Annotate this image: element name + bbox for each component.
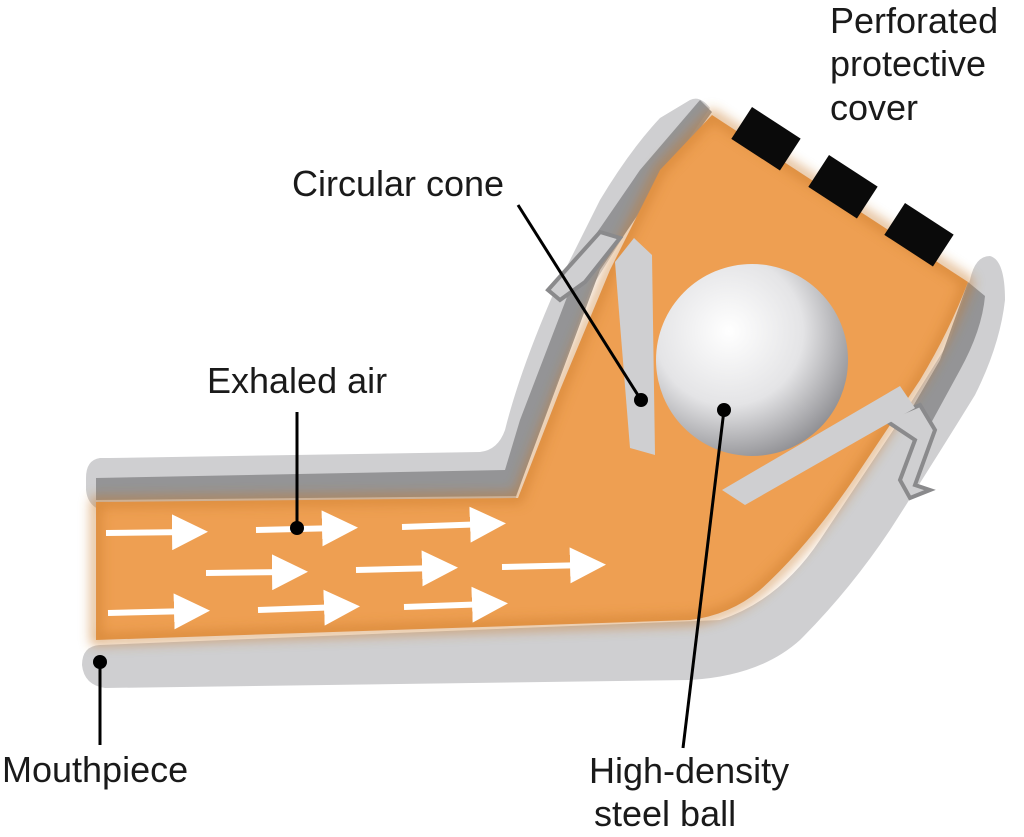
air-arrow bbox=[205, 554, 308, 591]
steel-ball bbox=[656, 264, 848, 456]
casing-inner-shadow-right bbox=[905, 282, 985, 440]
leader-dot-cone bbox=[634, 393, 648, 407]
perforation-block-3 bbox=[884, 203, 954, 267]
leader-dot-ball bbox=[717, 403, 731, 417]
air-arrow bbox=[107, 593, 210, 630]
leader-dots bbox=[93, 393, 731, 669]
leader-dot-mouthpiece bbox=[93, 655, 107, 669]
air-arrow bbox=[401, 506, 506, 543]
label-steel-ball: High-density steel ball bbox=[589, 750, 789, 834]
air-chamber-shade bbox=[91, 108, 975, 646]
label-perforated-cover-line-2: protective bbox=[830, 43, 986, 84]
air-chamber bbox=[96, 115, 968, 640]
air-arrow bbox=[355, 550, 458, 587]
right-clip bbox=[880, 402, 938, 501]
air-arrow bbox=[257, 589, 360, 626]
label-exhaled-air: Exhaled air bbox=[207, 360, 387, 401]
air-arrow bbox=[403, 586, 508, 623]
casing-upper-wall bbox=[86, 98, 710, 512]
perforation-block-2 bbox=[808, 155, 878, 219]
leader-lines bbox=[98, 204, 726, 749]
air-arrow bbox=[501, 547, 606, 584]
perforation-block-1 bbox=[731, 107, 801, 171]
leader-dot-air bbox=[290, 521, 304, 535]
label-perforated-cover: Perforated protective cover bbox=[830, 0, 998, 128]
label-steel-ball-line-1: High-density bbox=[589, 750, 789, 791]
label-perforated-cover-line-3: cover bbox=[830, 87, 918, 128]
label-steel-ball-line-2: steel ball bbox=[594, 793, 736, 834]
label-perforated-cover-line-1: Perforated bbox=[830, 0, 998, 41]
leader-line-ball bbox=[681, 409, 726, 749]
air-arrow bbox=[105, 514, 208, 551]
circular-cone-right bbox=[722, 386, 915, 505]
casing-lower-wall bbox=[82, 256, 1005, 688]
perforation-blocks bbox=[731, 107, 954, 267]
label-mouthpiece: Mouthpiece bbox=[2, 749, 188, 790]
casing-inner-shadow bbox=[96, 100, 712, 500]
leader-line-cone bbox=[516, 204, 643, 401]
label-circular-cone: Circular cone bbox=[292, 163, 504, 204]
